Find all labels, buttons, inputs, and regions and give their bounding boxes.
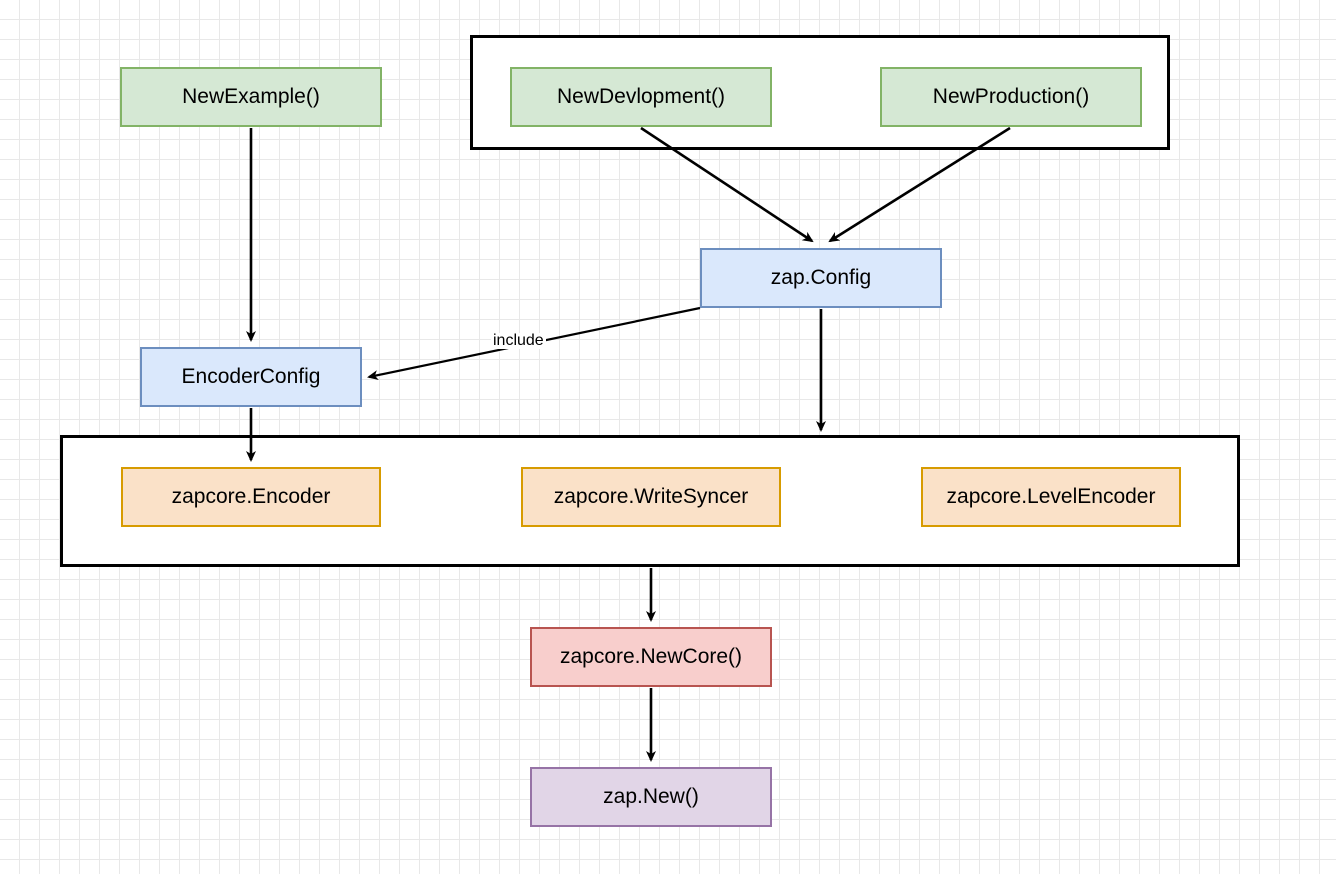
node-label: zapcore.WriteSyncer (553, 485, 749, 509)
node-label: zapcore.Encoder (171, 485, 331, 509)
node-encoder-config[interactable]: EncoderConfig (140, 347, 362, 407)
node-new-devlopment[interactable]: NewDevlopment() (510, 67, 772, 127)
node-zapcore-encoder[interactable]: zapcore.Encoder (121, 467, 381, 527)
node-label: NewDevlopment() (556, 85, 726, 109)
node-label: zapcore.NewCore() (559, 645, 743, 669)
node-zap-new[interactable]: zap.New() (530, 767, 772, 827)
node-zap-config[interactable]: zap.Config (700, 248, 942, 308)
node-label: EncoderConfig (181, 365, 321, 389)
node-label: zapcore.LevelEncoder (946, 485, 1156, 509)
node-new-production[interactable]: NewProduction() (880, 67, 1142, 127)
node-zapcore-newcore[interactable]: zapcore.NewCore() (530, 627, 772, 687)
node-new-example[interactable]: NewExample() (120, 67, 382, 127)
node-label: zap.New() (603, 785, 699, 809)
node-label: zap.Config (770, 266, 872, 290)
edge-label-include: include (491, 332, 546, 349)
node-label: NewExample() (182, 85, 320, 109)
node-label: NewProduction() (932, 85, 1090, 109)
node-zapcore-writesyncer[interactable]: zapcore.WriteSyncer (521, 467, 781, 527)
node-zapcore-levelencoder[interactable]: zapcore.LevelEncoder (921, 467, 1181, 527)
